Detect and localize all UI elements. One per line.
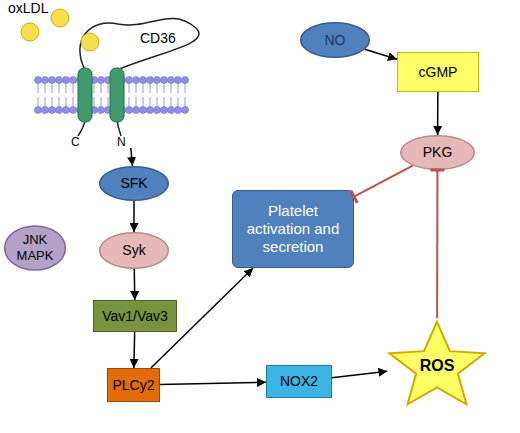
arrow-connector (160, 382, 266, 384)
transmembrane-helix (110, 68, 124, 122)
lipid-head (160, 76, 167, 83)
lipid-head (41, 76, 48, 83)
process-box: Vav1/Vav3 (93, 300, 177, 332)
ellipse-shape (301, 23, 370, 58)
lipid-head (125, 76, 132, 83)
process-box: NOX2 (266, 365, 332, 398)
ellipse-shape (5, 226, 66, 270)
arrow-connector (365, 49, 397, 59)
kinase-ellipse: JNK MAPK (4, 225, 66, 271)
kinase-ellipse: PKG (400, 135, 475, 170)
node-text: ROS (420, 356, 455, 375)
arrow-connector (131, 148, 133, 166)
lipid-head (34, 76, 41, 83)
outcome-box: Platelet activation and secretion (232, 190, 354, 268)
lipid-head (174, 76, 181, 83)
node-text: Syk (122, 242, 145, 259)
node-text: NO (325, 32, 346, 49)
lipid-head (160, 106, 167, 113)
lipid-head (132, 106, 139, 113)
ros-star: ROS (387, 318, 487, 413)
node-text: NOX2 (280, 373, 318, 390)
lipid-head (132, 76, 139, 83)
lipid-head (125, 106, 132, 113)
node-text: SFK (120, 175, 147, 192)
annotation-label: C (71, 135, 80, 149)
lipid-head (34, 106, 41, 113)
lipid-head (69, 106, 76, 113)
lipid-head (62, 76, 69, 83)
lipid-head (181, 76, 188, 83)
protein-node: CD36 (40, 20, 210, 148)
lipid-head (62, 106, 69, 113)
node-text: PKG (423, 144, 453, 161)
star-shape (389, 322, 484, 404)
lipid-head (146, 106, 153, 113)
lipid-head (55, 76, 62, 83)
lipid-head (167, 76, 174, 83)
lipid-head (48, 106, 55, 113)
node-text: PLCy2 (112, 377, 154, 394)
protein-loop (80, 19, 199, 70)
annotation-label: N (117, 135, 126, 149)
lipid-head (153, 76, 160, 83)
kinase-ellipse: SFK (99, 166, 169, 201)
arrow-connector (134, 269, 136, 300)
oxldl-particle (21, 23, 39, 41)
lipid-head (153, 106, 160, 113)
transmembrane-helix (78, 68, 92, 122)
node-text: CD36 (140, 30, 176, 47)
lipid-head (55, 106, 62, 113)
arrow-connector (437, 92, 439, 135)
node-text: cGMP (419, 64, 458, 81)
lipid-head (181, 106, 188, 113)
ellipse-shape (100, 233, 169, 269)
ellipse-shape (100, 167, 169, 201)
node-text: JNK MAPK (13, 232, 57, 263)
lipid-head (97, 76, 104, 83)
arrow-connector (332, 371, 387, 377)
lipid-head (146, 76, 153, 83)
process-box: PLCy2 (107, 368, 160, 402)
inhibition-connector (354, 166, 413, 197)
lipid-head (41, 106, 48, 113)
oxldl-particle (51, 9, 69, 27)
lipid-head (48, 76, 55, 83)
process-box: cGMP (397, 52, 479, 92)
lipid-head (97, 106, 104, 113)
lipid-head (174, 106, 181, 113)
lipid-head (139, 106, 146, 113)
node-text: Platelet activation and secretion (240, 202, 346, 256)
arrow-connector (133, 201, 135, 232)
oxldl-particle (81, 33, 99, 51)
signal-ellipse: NO (300, 22, 370, 58)
lipid-head (167, 106, 174, 113)
lipid-head (69, 76, 76, 83)
node-text: Vav1/Vav3 (102, 308, 168, 325)
kinase-ellipse: Syk (99, 232, 169, 269)
arrow-connector (151, 268, 253, 368)
arrow-connector (133, 332, 135, 368)
lipid-head (139, 76, 146, 83)
inhibition-connector (436, 170, 438, 318)
ellipse-shape (401, 136, 475, 170)
annotation-label: oxLDL (8, 0, 48, 16)
